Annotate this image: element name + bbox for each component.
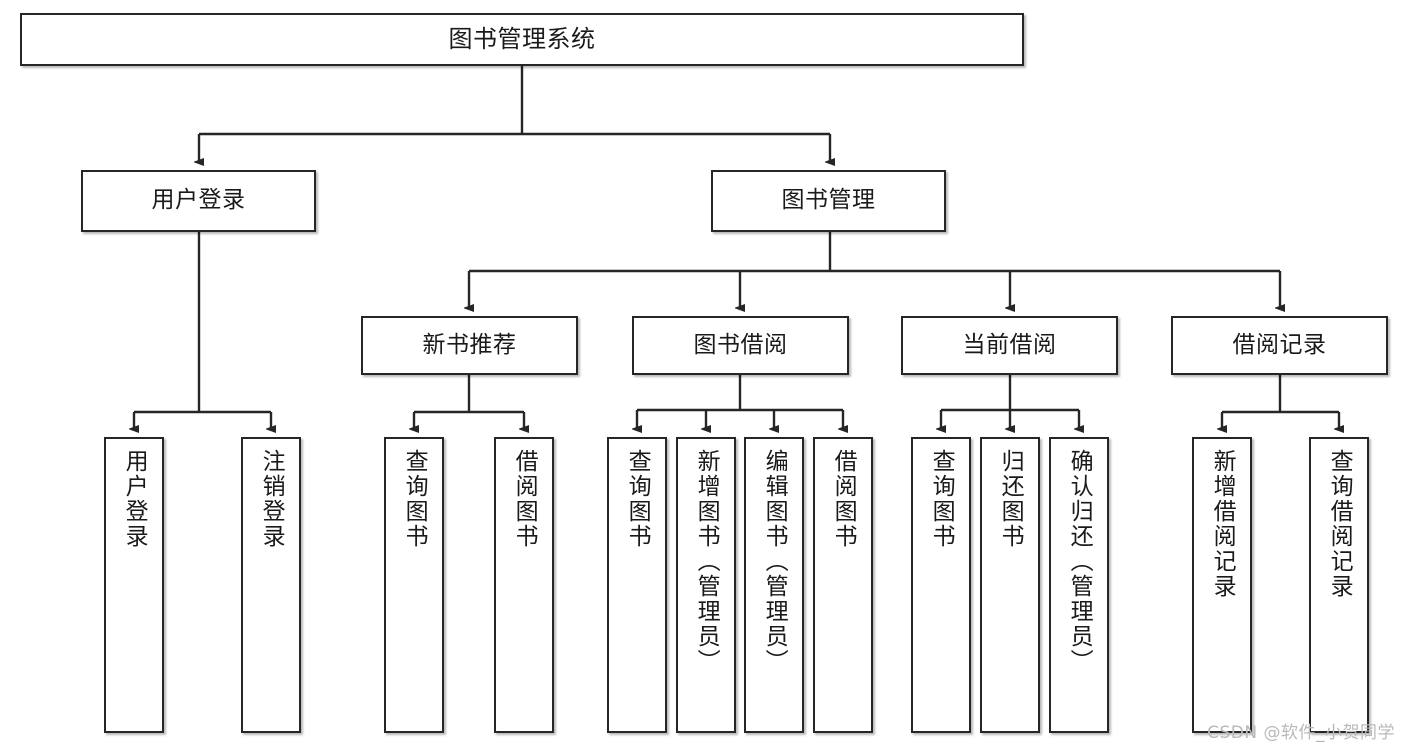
node-leaf-query-book-2[interactable]: 查询图书 xyxy=(607,437,667,733)
node-user-login-label: 用户登录 xyxy=(151,187,246,214)
node-leaf-query-book-1-label: 查询图书 xyxy=(401,449,428,549)
node-book-borrow[interactable]: 图书借阅 xyxy=(632,316,849,375)
node-leaf-query-record-label: 查询借阅记录 xyxy=(1326,449,1353,599)
node-user-login[interactable]: 用户登录 xyxy=(81,170,316,232)
node-leaf-query-book-3-label: 查询图书 xyxy=(928,449,955,549)
node-leaf-user-login-label: 用户登录 xyxy=(121,449,148,549)
node-borrow-record[interactable]: 借阅记录 xyxy=(1171,316,1388,375)
node-leaf-borrow-book-2[interactable]: 借阅图书 xyxy=(813,437,873,733)
node-current-borrow[interactable]: 当前借阅 xyxy=(901,316,1118,375)
node-leaf-query-record[interactable]: 查询借阅记录 xyxy=(1309,437,1369,733)
node-leaf-return-book-label: 归还图书 xyxy=(997,449,1024,549)
node-leaf-user-logout-label: 注销登录 xyxy=(258,449,285,549)
node-leaf-confirm-return[interactable]: 确认归还（管理员） xyxy=(1049,437,1109,733)
node-new-book-recommend-label: 新书推荐 xyxy=(422,331,517,358)
node-leaf-edit-book[interactable]: 编辑图书（管理员） xyxy=(744,437,804,733)
node-leaf-query-book-2-label: 查询图书 xyxy=(624,449,651,549)
node-root-label: 图书管理系统 xyxy=(448,25,596,54)
node-leaf-add-book[interactable]: 新增图书（管理员） xyxy=(676,437,736,733)
node-leaf-add-book-label: 新增图书（管理员） xyxy=(693,449,720,674)
node-leaf-return-book[interactable]: 归还图书 xyxy=(980,437,1040,733)
node-leaf-query-book-3[interactable]: 查询图书 xyxy=(911,437,971,733)
node-leaf-add-record[interactable]: 新增借阅记录 xyxy=(1192,437,1252,733)
node-book-management[interactable]: 图书管理 xyxy=(711,170,946,232)
node-leaf-confirm-return-label: 确认归还（管理员） xyxy=(1066,449,1093,674)
node-leaf-user-login[interactable]: 用户登录 xyxy=(104,437,164,733)
node-current-borrow-label: 当前借阅 xyxy=(962,331,1057,358)
node-root[interactable]: 图书管理系统 xyxy=(20,13,1024,66)
node-leaf-borrow-book-2-label: 借阅图书 xyxy=(830,449,857,549)
node-borrow-record-label: 借阅记录 xyxy=(1232,331,1327,358)
node-leaf-user-logout[interactable]: 注销登录 xyxy=(241,437,301,733)
node-book-borrow-label: 图书借阅 xyxy=(693,331,788,358)
node-leaf-add-record-label: 新增借阅记录 xyxy=(1209,449,1236,599)
node-book-management-label: 图书管理 xyxy=(781,187,876,214)
node-leaf-query-book-1[interactable]: 查询图书 xyxy=(384,437,444,733)
csdn-watermark: CSDN @软件_小贺同学 xyxy=(1207,723,1395,743)
node-new-book-recommend[interactable]: 新书推荐 xyxy=(361,316,578,375)
node-leaf-edit-book-label: 编辑图书（管理员） xyxy=(761,449,788,674)
node-leaf-borrow-book-1-label: 借阅图书 xyxy=(511,449,538,549)
node-leaf-borrow-book-1[interactable]: 借阅图书 xyxy=(494,437,554,733)
